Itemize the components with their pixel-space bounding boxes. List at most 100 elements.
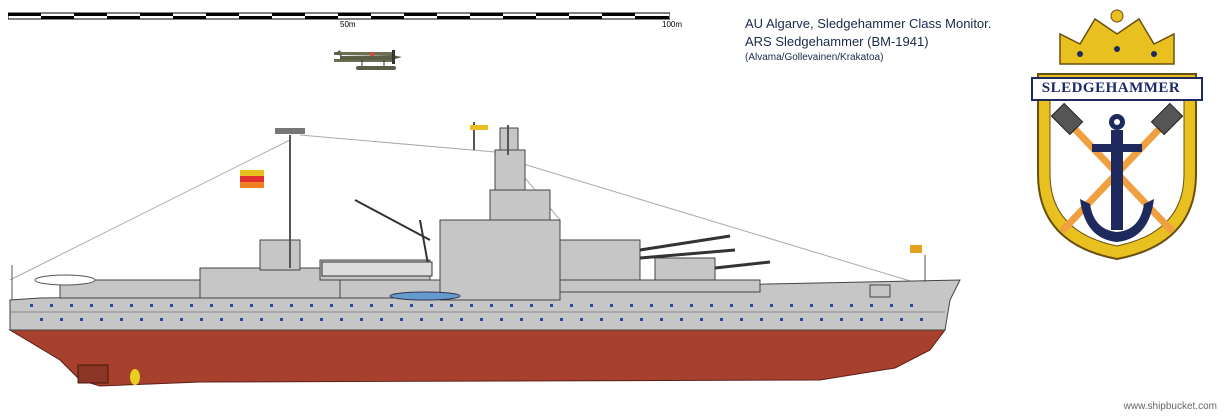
porthole <box>670 304 673 307</box>
porthole <box>430 304 433 307</box>
porthole <box>860 318 863 321</box>
porthole <box>240 318 243 321</box>
porthole <box>110 304 113 307</box>
porthole <box>90 304 93 307</box>
porthole <box>610 304 613 307</box>
porthole <box>260 318 263 321</box>
porthole <box>70 304 73 307</box>
ship-name-title: ARS Sledgehammer (BM-1941) <box>745 34 929 49</box>
scale-label-50m: 50m <box>340 20 356 29</box>
porthole <box>30 304 33 307</box>
website-credit: www.shipbucket.com <box>1123 401 1217 412</box>
porthole <box>590 304 593 307</box>
porthole <box>340 318 343 321</box>
porthole <box>190 304 193 307</box>
porthole <box>510 304 513 307</box>
porthole <box>170 304 173 307</box>
porthole <box>850 304 853 307</box>
porthole <box>400 318 403 321</box>
porthole <box>480 318 483 321</box>
ship-class-title: AU Algarve, Sledgehammer Class Monitor. <box>745 16 992 31</box>
porthole <box>890 304 893 307</box>
porthole <box>360 318 363 321</box>
porthole <box>40 318 43 321</box>
porthole <box>290 304 293 307</box>
porthole <box>720 318 723 321</box>
ship-profile-icon <box>8 122 961 387</box>
porthole <box>460 318 463 321</box>
porthole <box>810 304 813 307</box>
porthole <box>130 304 133 307</box>
porthole <box>630 304 633 307</box>
porthole <box>310 304 313 307</box>
porthole <box>370 304 373 307</box>
porthole <box>690 304 693 307</box>
porthole <box>840 318 843 321</box>
porthole <box>180 318 183 321</box>
porthole <box>220 318 223 321</box>
porthole <box>540 318 543 321</box>
porthole <box>300 318 303 321</box>
porthole <box>920 318 923 321</box>
porthole <box>900 318 903 321</box>
porthole <box>420 318 423 321</box>
porthole <box>770 304 773 307</box>
porthole <box>650 304 653 307</box>
porthole <box>660 318 663 321</box>
porthole <box>500 318 503 321</box>
porthole <box>730 304 733 307</box>
porthole <box>140 318 143 321</box>
porthole <box>280 318 283 321</box>
porthole <box>100 318 103 321</box>
porthole <box>440 318 443 321</box>
porthole <box>470 304 473 307</box>
porthole <box>150 304 153 307</box>
porthole <box>570 304 573 307</box>
porthole <box>800 318 803 321</box>
porthole <box>210 304 213 307</box>
porthole <box>320 318 323 321</box>
porthole <box>410 304 413 307</box>
porthole <box>520 318 523 321</box>
ship-credits: (Alvama/Gollevainen/Krakatoa) <box>745 52 884 63</box>
crest-ship-name: SLEDGEHAMMER <box>1041 80 1181 96</box>
porthole <box>490 304 493 307</box>
porthole <box>740 318 743 321</box>
seaplane-icon <box>334 50 402 70</box>
porthole <box>910 304 913 307</box>
porthole <box>710 304 713 307</box>
porthole <box>50 304 53 307</box>
porthole <box>580 318 583 321</box>
porthole <box>60 318 63 321</box>
porthole <box>380 318 383 321</box>
porthole <box>120 318 123 321</box>
porthole <box>390 304 393 307</box>
porthole <box>270 304 273 307</box>
scale-label-100m: 100m <box>662 20 683 29</box>
porthole <box>330 304 333 307</box>
porthole <box>530 304 533 307</box>
porthole <box>200 318 203 321</box>
porthole <box>250 304 253 307</box>
porthole <box>830 304 833 307</box>
porthole <box>820 318 823 321</box>
porthole <box>450 304 453 307</box>
porthole <box>550 304 553 307</box>
porthole <box>620 318 623 321</box>
porthole <box>680 318 683 321</box>
porthole <box>160 318 163 321</box>
porthole <box>230 304 233 307</box>
ship-crest-icon <box>1031 9 1203 261</box>
porthole <box>880 318 883 321</box>
porthole <box>80 318 83 321</box>
porthole <box>780 318 783 321</box>
porthole <box>750 304 753 307</box>
porthole <box>790 304 793 307</box>
porthole <box>560 318 563 321</box>
porthole <box>870 304 873 307</box>
porthole <box>760 318 763 321</box>
porthole <box>700 318 703 321</box>
porthole <box>350 304 353 307</box>
porthole <box>640 318 643 321</box>
scale-bar-icon <box>8 12 670 20</box>
